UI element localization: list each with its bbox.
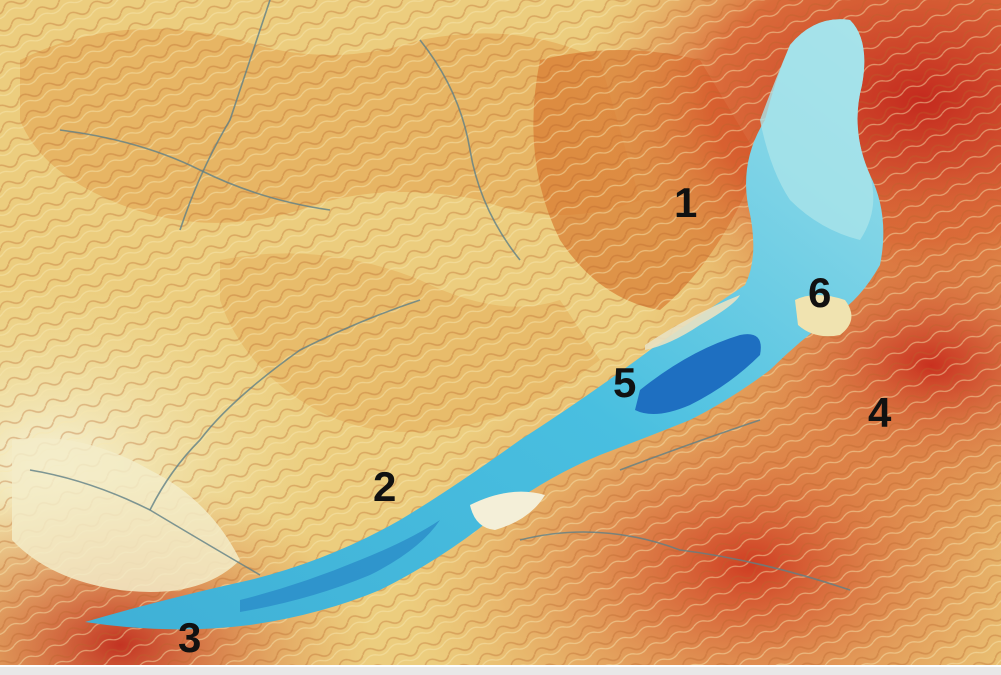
lake-south-deep — [240, 520, 440, 612]
rivers — [29, 0, 851, 591]
lake-central-deep — [635, 334, 761, 414]
lowland-angara — [12, 438, 240, 592]
map-number-5: 5 — [613, 359, 637, 406]
lake-north-shallow — [760, 19, 874, 241]
map-number-4: 4 — [868, 389, 892, 436]
map-number-3: 3 — [178, 614, 202, 661]
bottom-frame-strip — [0, 667, 1001, 675]
olkhon-island — [645, 295, 740, 350]
selenga-delta — [470, 491, 545, 530]
map-number-2: 2 — [373, 463, 397, 510]
svyatoy-nos-peninsula — [795, 295, 852, 337]
map-number-1: 1 — [674, 179, 698, 226]
map-number-6: 6 — [808, 269, 832, 316]
